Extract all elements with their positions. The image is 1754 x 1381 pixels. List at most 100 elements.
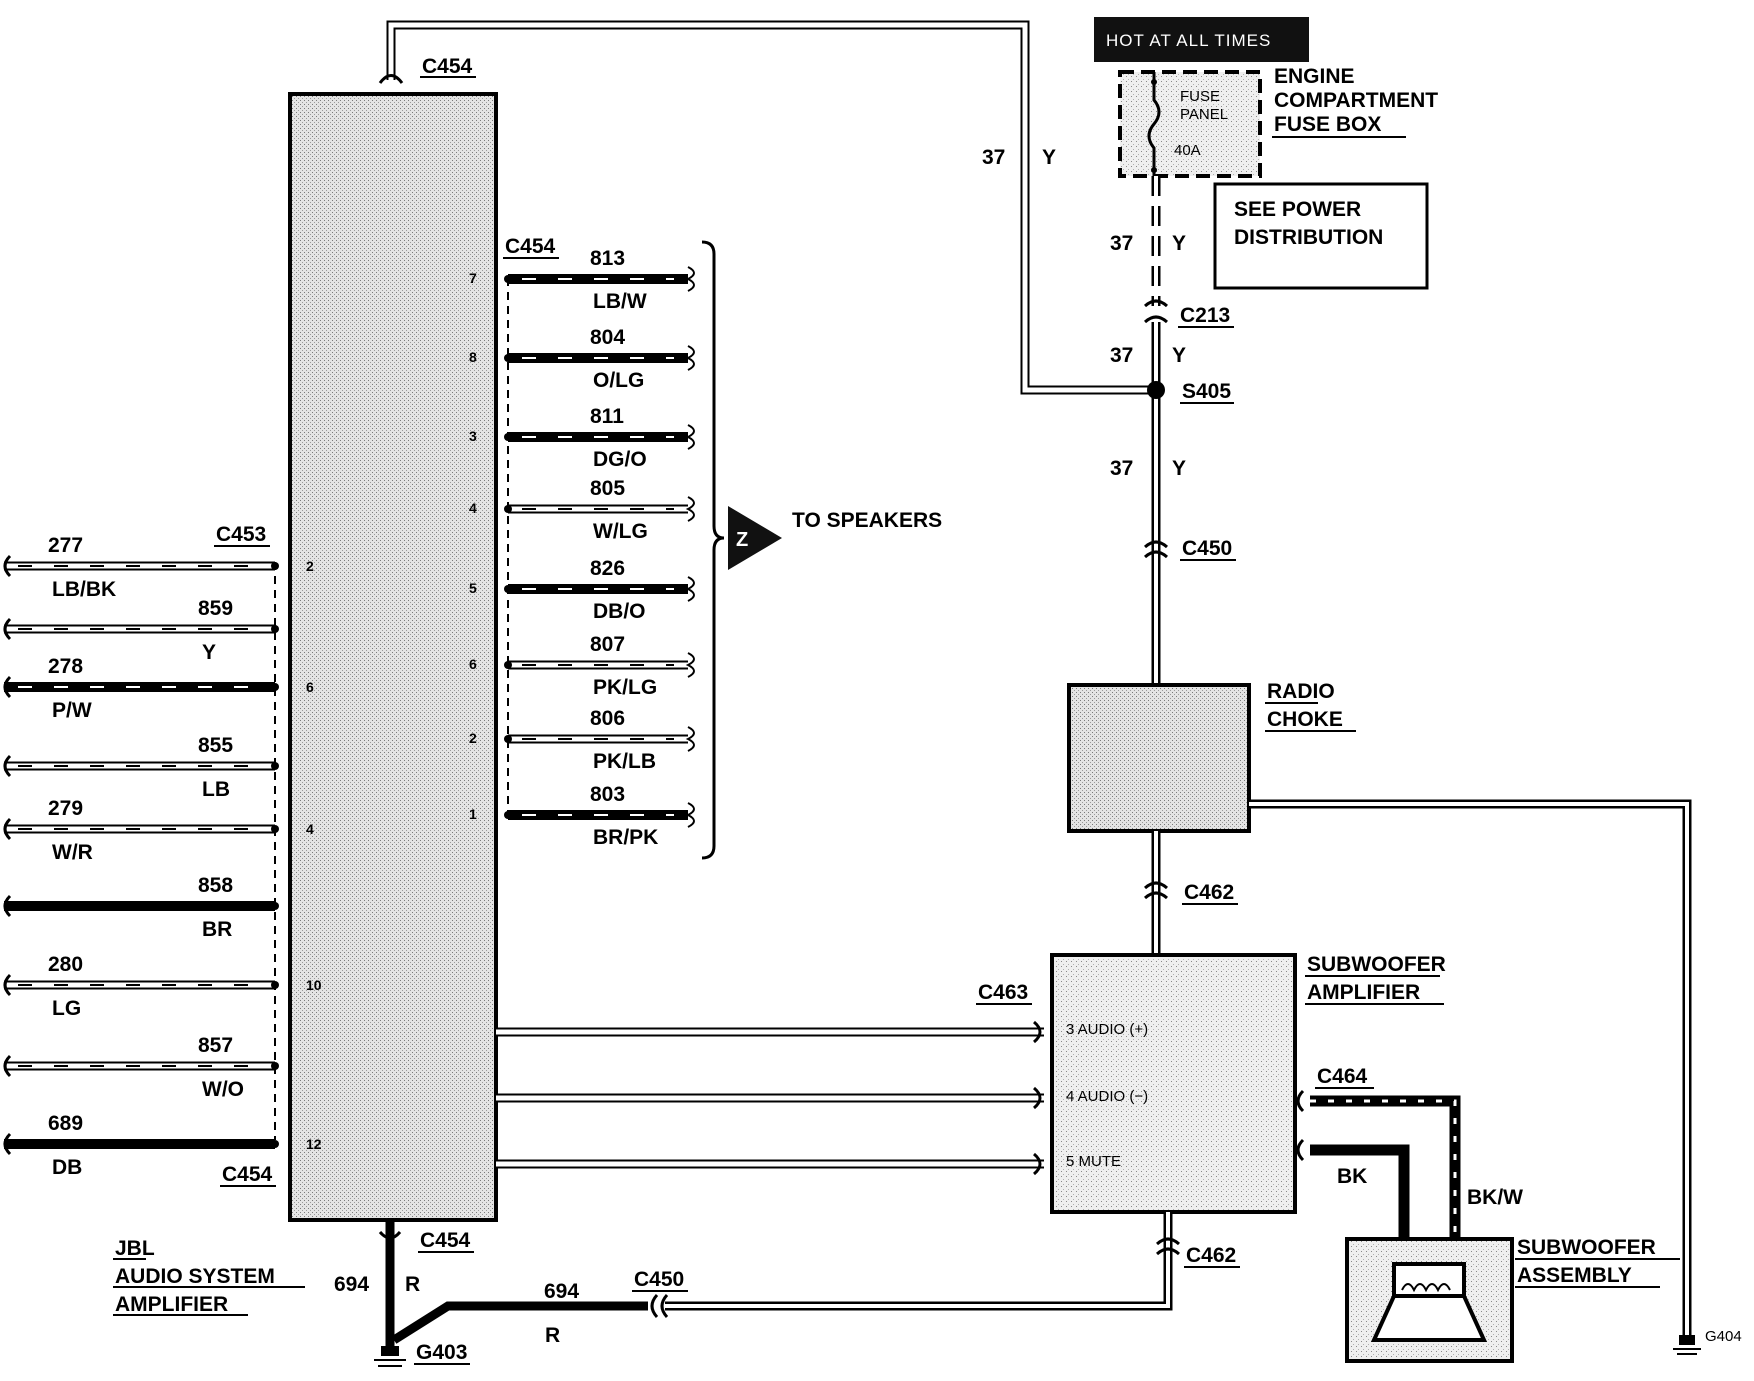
connector-c454-bottom: C454: [420, 1229, 471, 1252]
amp-pin-4-left: 4: [306, 821, 314, 837]
wire-bk-label: BK: [1337, 1165, 1367, 1188]
fuse-40a-icon: [1147, 72, 1161, 176]
connector-c454-speakers: C454: [505, 235, 556, 258]
hot-at-all-times-banner: [1094, 17, 1309, 62]
amp-pin-2-right: 2: [469, 730, 477, 746]
input-color-280: LG: [52, 997, 81, 1020]
input-color-859: Y: [202, 641, 216, 664]
input-circuit-858: 858: [198, 874, 233, 897]
connector-c454-top: C454: [422, 55, 473, 78]
ground-g403-icon: [381, 1346, 399, 1356]
connector-c462-bottom: C462: [1186, 1244, 1236, 1267]
to-speakers-label: TO SPEAKERS: [792, 509, 942, 532]
speaker-circuit-811: 811: [590, 405, 624, 428]
connector-c454-left: C454: [222, 1163, 273, 1186]
wire-c450-to-c462: [665, 1212, 1173, 1311]
speaker-marker-triangle: [728, 506, 782, 570]
amp-pin-5-right: 5: [469, 580, 477, 596]
circuit-37-b: 37: [1110, 344, 1133, 367]
speaker-circuit-803: 803: [590, 783, 625, 806]
wire-bk-w-label: BK/W: [1467, 1186, 1523, 1209]
input-color-277: LB/BK: [52, 578, 116, 601]
amp-pin-7-right: 7: [469, 270, 477, 286]
input-circuit-279: 279: [48, 797, 83, 820]
subwoofer-amplifier-block: [1050, 953, 1297, 1214]
sub-amp-pin-4: 4 AUDIO (−): [1066, 1088, 1148, 1105]
fuse-rating: 40A: [1174, 142, 1201, 159]
fuse-box-label-2: COMPARTMENT: [1274, 89, 1438, 112]
sub-amp-pin-5: 5 MUTE: [1066, 1153, 1121, 1170]
color-r-b: R: [545, 1324, 560, 1347]
radio-choke-block: [1067, 683, 1251, 833]
color-y-loop: Y: [1042, 146, 1056, 169]
input-color-279: W/R: [52, 841, 93, 864]
amp-pin-1-right: 1: [469, 806, 477, 822]
wire-bk: [1310, 1144, 1410, 1266]
see-power-label-2: DISTRIBUTION: [1234, 226, 1383, 249]
speaker-wires-group: 813LB/W7804O/LG8811DG/O3805W/LG4826DB/O5…: [469, 247, 695, 849]
fuse-panel-label-1: FUSE: [1180, 88, 1220, 105]
speaker-color-807: PK/LG: [593, 676, 657, 699]
speaker-color-813: LB/W: [593, 290, 647, 313]
input-wires-group: 277LB/BK2859Y278P/W6855LB279W/R4858BR280…: [3, 534, 322, 1179]
fuse-box-label-1: ENGINE: [1274, 65, 1355, 88]
color-y-c: Y: [1172, 457, 1186, 480]
speaker-circuit-804: 804: [590, 326, 625, 349]
speaker-color-811: DG/O: [593, 448, 647, 471]
speaker-marker-z: Z: [736, 529, 748, 551]
circuit-694-b: 694: [544, 1280, 579, 1303]
connector-g404: G404: [1705, 1328, 1742, 1345]
connector-c450-top: C450: [1182, 537, 1232, 560]
circuit-694-a: 694: [334, 1273, 369, 1296]
input-circuit-855: 855: [198, 734, 233, 757]
splice-s405: [1147, 381, 1165, 399]
connector-c450-bottom: C450: [634, 1268, 684, 1291]
circuit-37-a: 37: [1110, 232, 1133, 255]
fuse-panel-label-2: PANEL: [1180, 106, 1228, 123]
wire-37-y-top-loop: [386, 20, 1156, 395]
color-r-a: R: [405, 1273, 420, 1296]
circuit-37-loop: 37: [982, 146, 1005, 169]
subwoofer-speaker-icon: [1370, 1262, 1488, 1342]
ground-g404-icon: [1679, 1335, 1695, 1345]
sub-assy-label-2: ASSEMBLY: [1517, 1264, 1632, 1287]
speaker-circuit-806: 806: [590, 707, 625, 730]
hot-at-all-times-label: HOT AT ALL TIMES: [1106, 31, 1271, 50]
speaker-color-826: DB/O: [593, 600, 646, 623]
connector-c213: C213: [1180, 304, 1230, 327]
speaker-color-806: PK/LB: [593, 750, 656, 773]
sub-amp-label-1: SUBWOOFER: [1307, 953, 1446, 976]
jbl-label-2: AUDIO SYSTEM: [115, 1265, 275, 1288]
input-circuit-859: 859: [198, 597, 233, 620]
connector-c462-top: C462: [1184, 881, 1234, 904]
sub-amp-pin-3: 3 AUDIO (+): [1066, 1021, 1148, 1038]
amp-pin-6-right: 6: [469, 656, 477, 672]
connector-c453: C453: [216, 523, 266, 546]
amp-pin-6-left: 6: [306, 679, 314, 695]
sub-amp-label-2: AMPLIFIER: [1307, 981, 1420, 1004]
speaker-circuit-826: 826: [590, 557, 625, 580]
radio-choke-label-1: RADIO: [1267, 680, 1335, 703]
input-color-689: DB: [52, 1156, 82, 1179]
connector-s405: S405: [1182, 380, 1231, 403]
circuit-37-c: 37: [1110, 457, 1133, 480]
jbl-label-1: JBL: [115, 1237, 155, 1260]
input-circuit-689: 689: [48, 1112, 83, 1135]
amp-pin-10-left: 10: [306, 977, 322, 993]
color-y-b: Y: [1172, 344, 1186, 367]
sub-assy-label-1: SUBWOOFER: [1517, 1236, 1656, 1259]
wire-694-r-horizontal: [391, 1301, 648, 1344]
speaker-circuit-807: 807: [590, 633, 625, 656]
see-power-distribution-box: [1213, 182, 1429, 290]
speaker-color-803: BR/PK: [593, 826, 658, 849]
connector-c464: C464: [1317, 1065, 1368, 1088]
amp-pin-12-left: 12: [306, 1136, 322, 1152]
speakers-brace: [701, 240, 725, 860]
connector-g403: G403: [416, 1341, 467, 1364]
amp-pin-4-right: 4: [469, 500, 477, 516]
input-circuit-857: 857: [198, 1034, 233, 1057]
input-color-858: BR: [202, 918, 232, 941]
jbl-amplifier-block: [288, 92, 498, 1222]
